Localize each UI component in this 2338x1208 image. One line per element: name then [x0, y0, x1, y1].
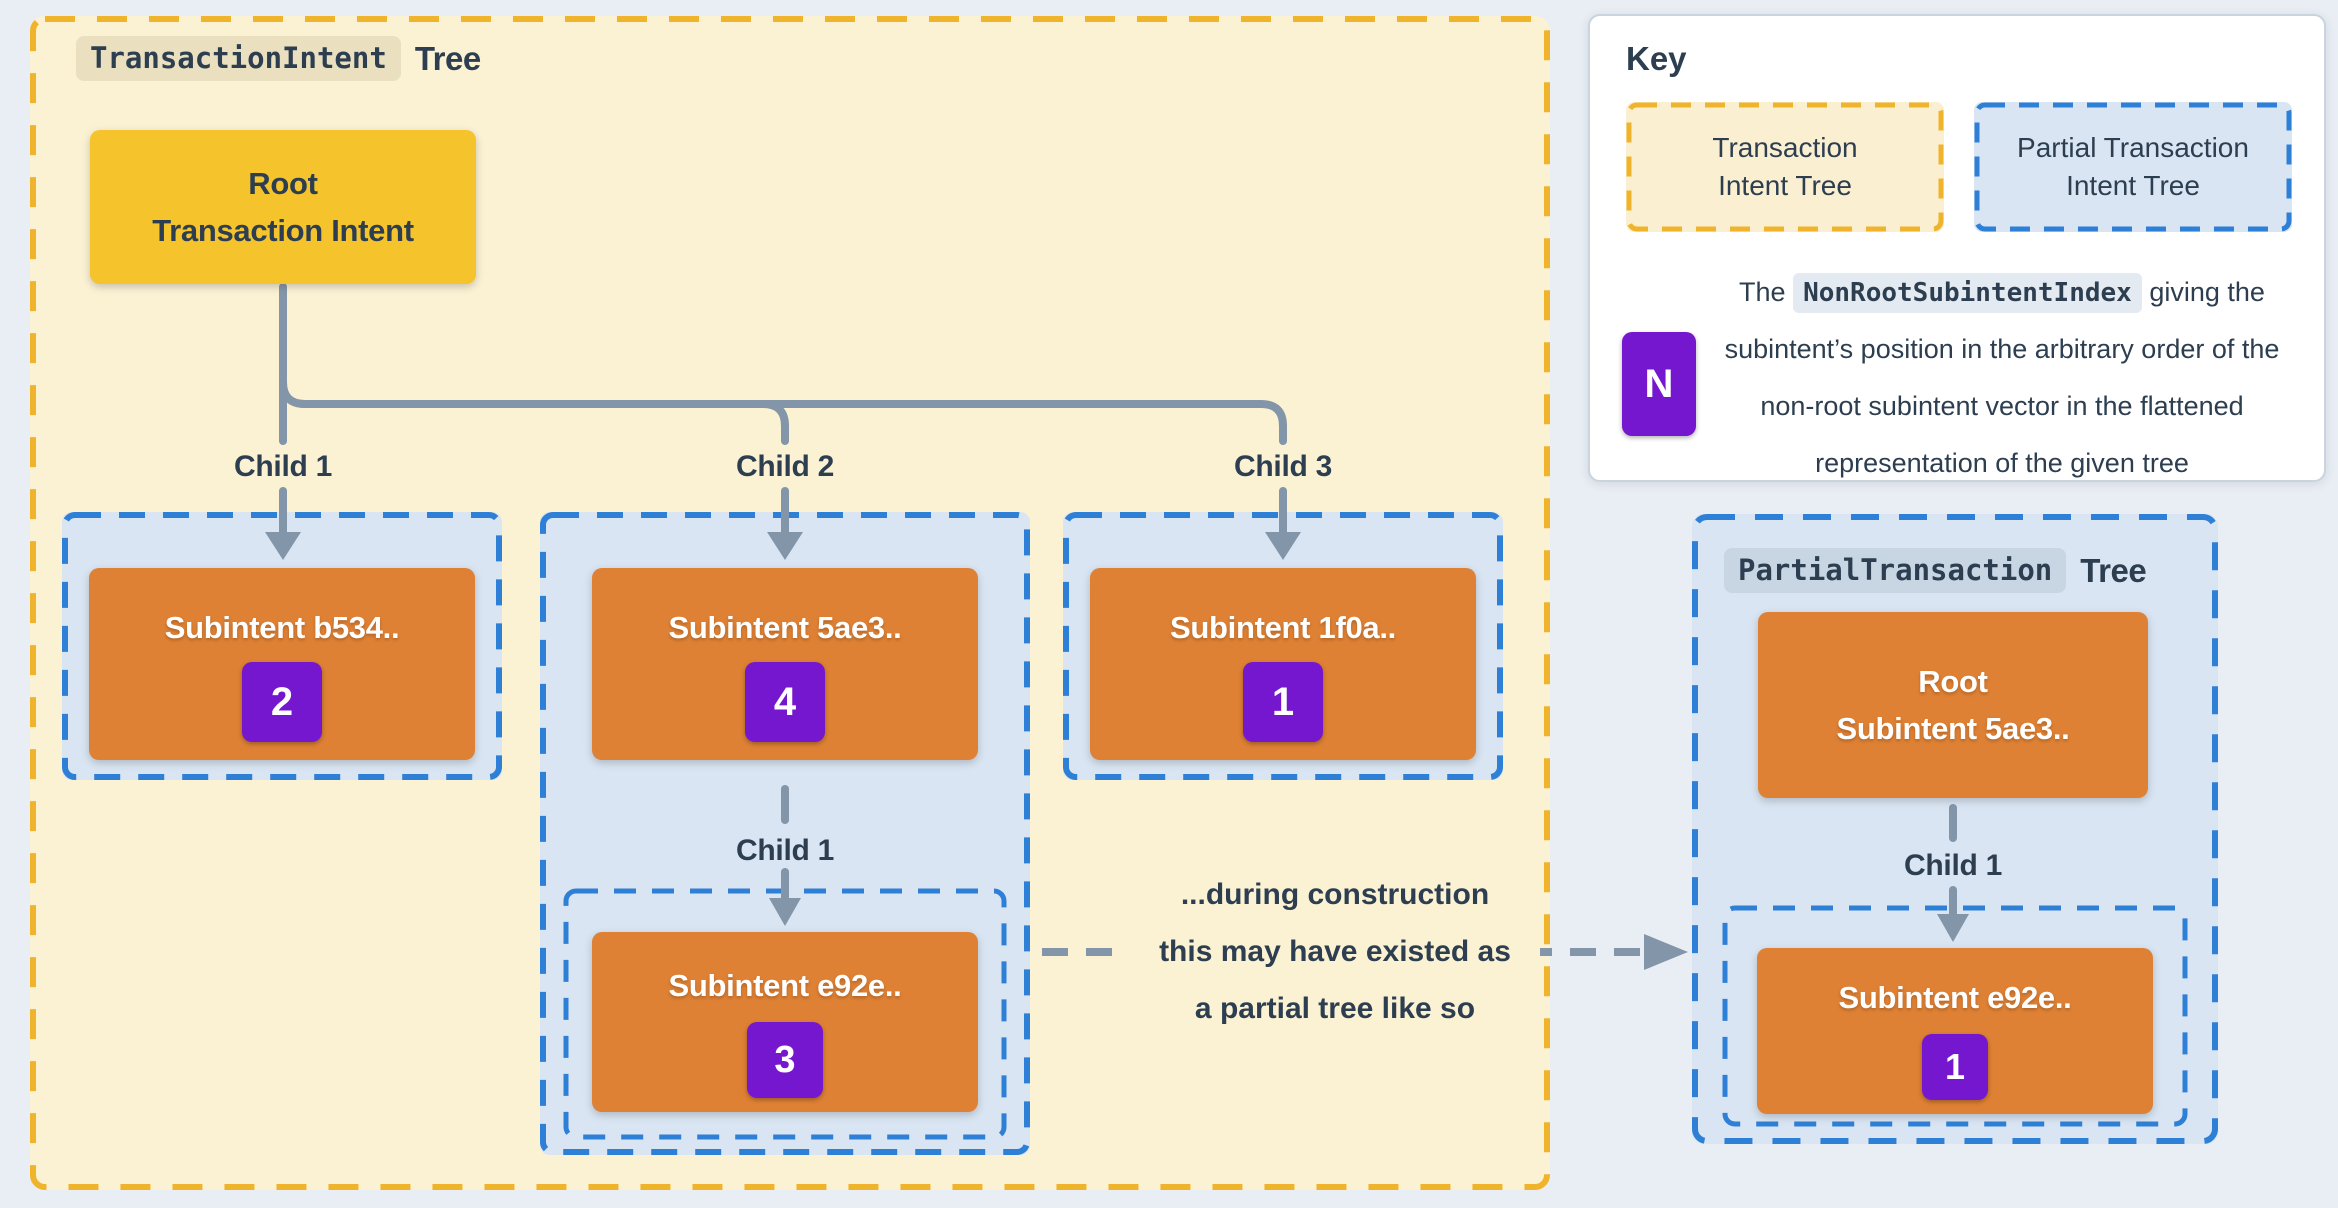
partial-root-subintent-node: Root Subintent 5ae3..	[1758, 612, 2148, 798]
key-title: Key	[1626, 40, 1687, 77]
key-description-post: giving the subintent’s position in the a…	[1724, 277, 2280, 478]
partial-transaction-chip: PartialTransaction	[1724, 548, 2067, 593]
subintent-index-badge: 3	[747, 1022, 823, 1098]
key-description: The NonRootSubintentIndex giving the sub…	[1708, 264, 2296, 492]
transaction-tree-title-suffix: Tree	[414, 39, 481, 77]
annotation-line3: a partial tree like so	[1194, 992, 1476, 1025]
subintent-node-e92e: Subintent e92e.. 3	[592, 932, 978, 1112]
subintent-node-5ae3: Subintent 5ae3.. 4	[592, 568, 978, 760]
legend-partial-transaction-intent-tree: Partial Transaction Intent Tree	[1974, 102, 2292, 232]
transaction-tree-title: TransactionIntent Tree	[76, 36, 481, 81]
legend-blue-line1: Partial Transaction	[2017, 132, 2249, 163]
legend-yellow-line1: Transaction	[1712, 132, 1858, 163]
annotation-line1: ...during construction	[1180, 878, 1490, 911]
annotation-text: ...during construction this may have exi…	[1130, 866, 1540, 1038]
partial-tree-title: PartialTransaction Tree	[1724, 548, 2147, 593]
key-panel: Key Transaction Intent Tree Partial Tran…	[1588, 14, 2326, 482]
root-node-line1: Root	[248, 166, 318, 201]
edge-label-child-2: Child 2	[736, 450, 834, 483]
subintent-node-title: Subintent 1f0a..	[1169, 610, 1396, 645]
root-node-line2: Transaction Intent	[152, 213, 414, 248]
subintent-node-title: Subintent e92e..	[1838, 980, 2072, 1015]
legend-yellow-line2: Intent Tree	[1718, 170, 1852, 201]
transaction-intent-chip: TransactionIntent	[76, 36, 401, 81]
partial-root-line2: Subintent 5ae3..	[1836, 711, 2070, 746]
partial-subintent-node-e92e: Subintent e92e.. 1	[1757, 948, 2153, 1114]
partial-root-line1: Root	[1918, 664, 1988, 699]
edge-label-child-3: Child 3	[1234, 450, 1332, 483]
subintent-node-1f0a: Subintent 1f0a.. 1	[1090, 568, 1476, 760]
edge-label-partial-child-1: Child 1	[1904, 849, 2002, 882]
subintent-index-badge: 1	[1922, 1034, 1988, 1100]
nonroot-subintent-index-badge: N	[1622, 332, 1696, 436]
partial-tree-title-suffix: Tree	[2080, 551, 2147, 589]
edge-label-nested-child-1: Child 1	[736, 834, 834, 867]
nonroot-subintent-index-chip: NonRootSubintentIndex	[1793, 273, 2142, 313]
subintent-index-badge: 1	[1243, 662, 1323, 742]
subintent-index-badge: 4	[745, 662, 825, 742]
key-description-pre: The	[1739, 277, 1786, 307]
annotation-arrowhead	[1644, 934, 1688, 970]
subintent-node-title: Subintent b534..	[164, 610, 400, 645]
subintent-node-b534: Subintent b534.. 2	[89, 568, 475, 760]
subintent-node-title: Subintent 5ae3..	[668, 610, 902, 645]
legend-blue-line2: Intent Tree	[2066, 170, 2200, 201]
edge-label-child-1: Child 1	[234, 450, 332, 483]
subintent-index-badge: 2	[242, 662, 322, 742]
legend-transaction-intent-tree: Transaction Intent Tree	[1626, 102, 1944, 232]
subintent-node-title: Subintent e92e..	[668, 968, 902, 1003]
root-transaction-intent-node: Root Transaction Intent	[90, 130, 476, 284]
annotation-line2: this may have existed as	[1159, 935, 1511, 968]
